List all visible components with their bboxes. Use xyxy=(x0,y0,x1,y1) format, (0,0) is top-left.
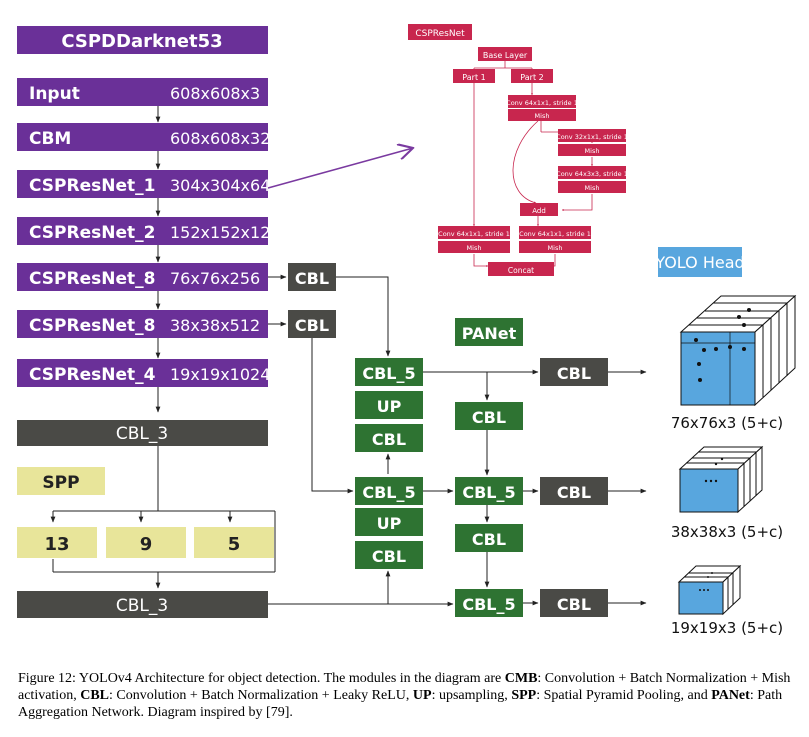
yolo-output-3: 19x19x3 (5+c) xyxy=(671,619,783,637)
detail-conv-d: Conv 64x1x1, stride 1 xyxy=(438,230,510,238)
detail-mish-e: Mish xyxy=(548,244,563,252)
detail-part1: Part 1 xyxy=(462,73,485,82)
out-cbl-1: CBL xyxy=(557,364,591,383)
panet-col1-up-b: UP xyxy=(377,514,402,533)
cbl3-bottom-box xyxy=(17,591,268,618)
backbone-row-name: CBM xyxy=(29,129,71,149)
panet-col1-cbl5-a: CBL_5 xyxy=(362,364,415,383)
detail-title: CSPResNet xyxy=(415,29,465,39)
cbl3-bottom-label: CBL_3 xyxy=(116,596,168,616)
detail-mish-d: Mish xyxy=(467,244,482,252)
backbone-row-name: CSPResNet_4 xyxy=(29,365,156,385)
backbone-row-name: Input xyxy=(29,84,80,104)
detail-add: Add xyxy=(532,207,546,215)
panet-title-box xyxy=(455,318,523,346)
side-cbl: CBL CBL xyxy=(288,263,336,338)
backbone-row-cspresnet-2: CSPResNet_2 152x152x128 xyxy=(17,217,281,245)
cbl3-top-box xyxy=(17,420,268,446)
backbone-row-shape: 608x608x3 xyxy=(170,84,260,103)
yolo-output-1: 76x76x3 (5+c) xyxy=(671,414,783,432)
backbone-row-cbm: CBM 608x608x32 xyxy=(17,123,270,151)
panet-col1-cbl-b: CBL xyxy=(372,547,406,566)
side-cbl-1-label: CBL xyxy=(295,269,329,288)
detail-conv-c: Conv 64x3x3, stride 1 xyxy=(556,170,628,178)
spp-block: SPP 13 9 5 CBL_3 xyxy=(17,446,276,618)
detail-mish-c: Mish xyxy=(585,184,600,192)
yolo-head: YOLO Head 76x76x3 (5+c) xyxy=(654,247,797,637)
backbone-row-shape: 608x608x32 xyxy=(170,129,270,148)
detail-pointer-arrow xyxy=(267,148,413,189)
spp-title: SPP xyxy=(42,473,79,493)
detail-mish-b: Mish xyxy=(585,147,600,155)
spp-pool-13 xyxy=(17,527,97,558)
backbone-row-name: CSPResNet_2 xyxy=(29,223,155,243)
backbone-row-cspresnet-4: CSPResNet_4 19x19x1024 xyxy=(17,359,270,387)
backbone-title: CSPDDarknet53 xyxy=(61,31,222,52)
backbone-row-name: CSPResNet_8 xyxy=(29,269,155,289)
panet-title: PANet xyxy=(462,324,517,343)
yolo-head-title: YOLO Head xyxy=(654,253,744,272)
yolo-cube-medium xyxy=(678,445,764,514)
detail-part2: Part 2 xyxy=(520,73,543,82)
yolov4-diagram: CSPDDarknet53 Input 608x608x3 CBM 608x60… xyxy=(17,24,797,637)
side-cbl-2-label: CBL xyxy=(295,316,329,335)
yolo-output-2: 38x38x3 (5+c) xyxy=(671,523,783,541)
panet-col2-cbl-b: CBL xyxy=(472,530,506,549)
detail-base: Base Layer xyxy=(483,51,528,60)
backbone-title-box xyxy=(17,26,268,54)
spp-title-box xyxy=(17,467,105,495)
cbl3-top-label: CBL_3 xyxy=(116,424,168,444)
spp-pool-5-label: 5 xyxy=(228,534,241,555)
backbone-row-shape: 38x38x512 xyxy=(170,316,260,335)
panet-col2-cbl-a: CBL xyxy=(472,408,506,427)
backbone-row-shape: 19x19x1024 xyxy=(170,365,270,384)
backbone: CSPDDarknet53 Input 608x608x3 CBM 608x60… xyxy=(17,26,281,446)
yolo-cube-small xyxy=(677,564,742,616)
backbone-row-name: CSPResNet_1 xyxy=(29,176,155,196)
cspresnet-detail: CSPResNet Base Layer Part 1 Part 2 Conv … xyxy=(408,24,628,276)
backbone-row-name: CSPResNet_8 xyxy=(29,316,155,336)
spp-pool-9-label: 9 xyxy=(140,534,153,555)
flow-connectors xyxy=(268,274,647,607)
panet-col1-up-a: UP xyxy=(377,397,402,416)
yolo-head-title-box xyxy=(658,247,742,277)
backbone-row-shape: 304x304x64 xyxy=(170,176,270,195)
detail-conv-b: Conv 32x1x1, stride 1 xyxy=(556,133,628,141)
backbone-row-cspresnet-8b: CSPResNet_8 38x38x512 xyxy=(17,310,268,338)
backbone-row-shape: 152x152x128 xyxy=(170,223,281,242)
panet-col1-cbl-a: CBL xyxy=(372,430,406,449)
spp-pool-13-label: 13 xyxy=(44,534,69,555)
out-cbl-2: CBL xyxy=(557,483,591,502)
backbone-row-cspresnet-8a: CSPResNet_8 76x76x256 xyxy=(17,263,268,291)
figure-caption: Figure 12: YOLOv4 Architecture for objec… xyxy=(18,671,791,720)
yolo-cube-large xyxy=(679,294,797,407)
detail-concat: Concat xyxy=(508,266,534,275)
panet-col1-cbl5-b: CBL_5 xyxy=(362,483,415,502)
backbone-row-input: Input 608x608x3 xyxy=(17,78,268,106)
detail-mish-a: Mish xyxy=(535,112,550,120)
panet-block: PANet CBL_5 UP CBL CBL_5 UP CBL CBL CBL_… xyxy=(355,318,608,617)
panet-col2-cbl5-a: CBL_5 xyxy=(462,483,515,502)
backbone-row-shape: 76x76x256 xyxy=(170,269,260,288)
detail-conv-e: Conv 64x1x1, stride 1 xyxy=(519,230,591,238)
spp-pool-5 xyxy=(194,527,274,558)
spp-pool-9 xyxy=(106,527,186,558)
spp-connectors xyxy=(50,446,276,589)
out-cbl-3: CBL xyxy=(557,595,591,614)
panet-col2-cbl5-b: CBL_5 xyxy=(462,595,515,614)
backbone-row-cspresnet-1: CSPResNet_1 304x304x64 xyxy=(17,170,270,198)
detail-conv-a: Conv 64x1x1, stride 1 xyxy=(506,99,578,107)
